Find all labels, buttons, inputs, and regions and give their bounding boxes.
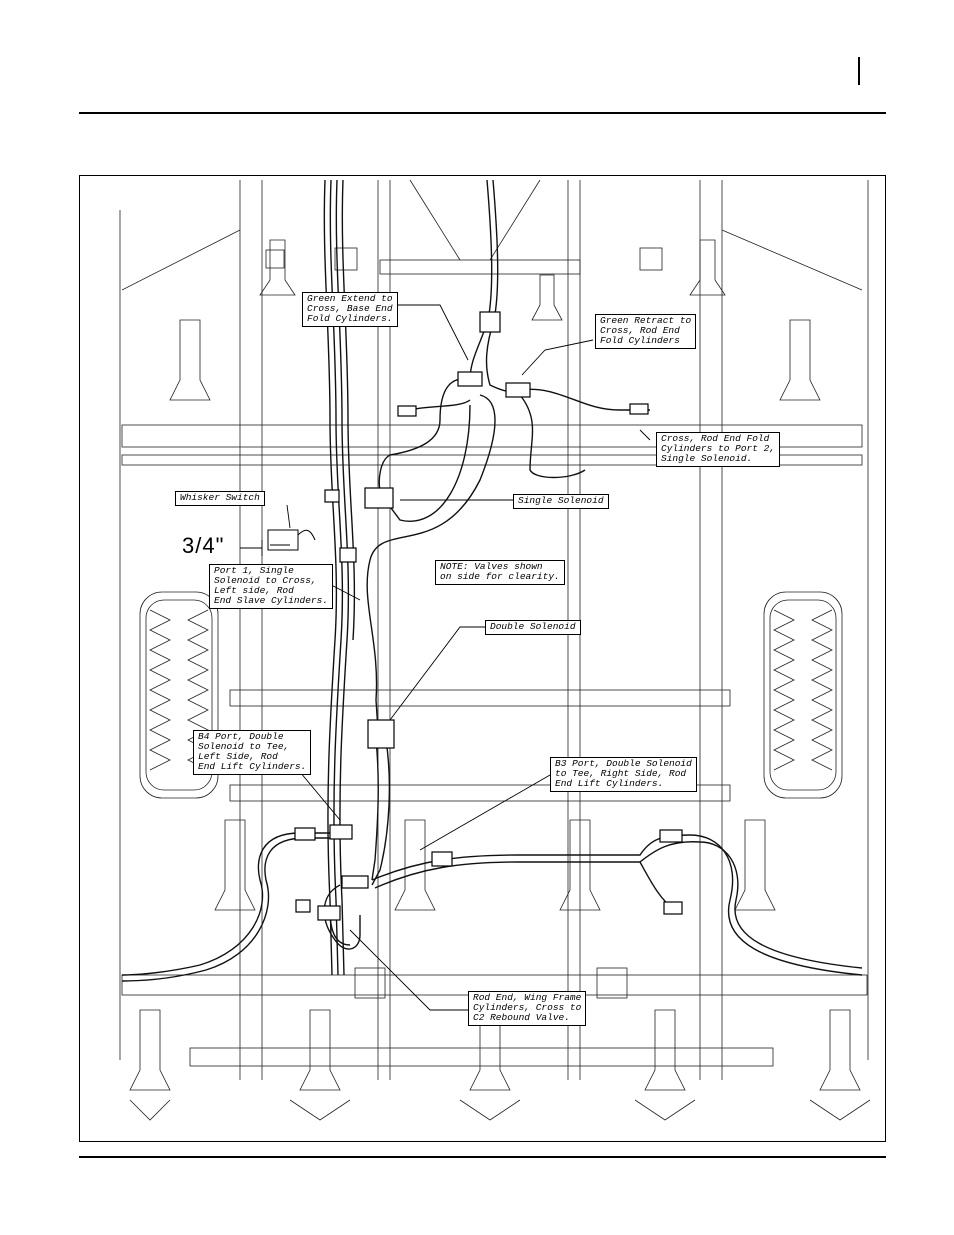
page-mark-bar [858, 57, 860, 85]
header-rule [79, 112, 886, 114]
mount-plates [265, 247, 663, 999]
callout-green-extend: Green Extend to Cross, Base End Fold Cyl… [302, 292, 398, 327]
cross-members [121, 259, 868, 1067]
callout-whisker-switch: Whisker Switch [175, 491, 265, 506]
callout-port1: Port 1, Single Solenoid to Cross, Left s… [209, 564, 334, 609]
callout-b3-port: B3 Port, Double Solenoid to Tee, Right S… [550, 757, 697, 792]
callout-b4-port: B4 Port, Double Solenoid to Tee, Left Si… [193, 730, 312, 775]
whisker-switch [267, 529, 316, 551]
diagram-frame [79, 175, 886, 1142]
frame-rails [119, 180, 869, 1080]
shanks [129, 239, 871, 1121]
callout-single-solenoid: Single Solenoid [513, 494, 609, 509]
fittings [294, 311, 683, 921]
callout-rod-end-wing: Rod End, Wing Frame Cylinders, Cross to … [468, 991, 587, 1026]
callout-green-retract: Green Retract to Cross, Rod End Fold Cyl… [595, 314, 697, 349]
dimension-label: 3/4" [182, 533, 225, 558]
braces [121, 179, 863, 291]
callout-cross-rod-end: Cross, Rod End Fold Cylinders to Port 2,… [656, 432, 781, 467]
footer-rule [79, 1156, 886, 1158]
callout-double-solenoid: Double Solenoid [485, 620, 581, 635]
callout-note: NOTE: Valves shown on side for clearity. [435, 560, 565, 585]
